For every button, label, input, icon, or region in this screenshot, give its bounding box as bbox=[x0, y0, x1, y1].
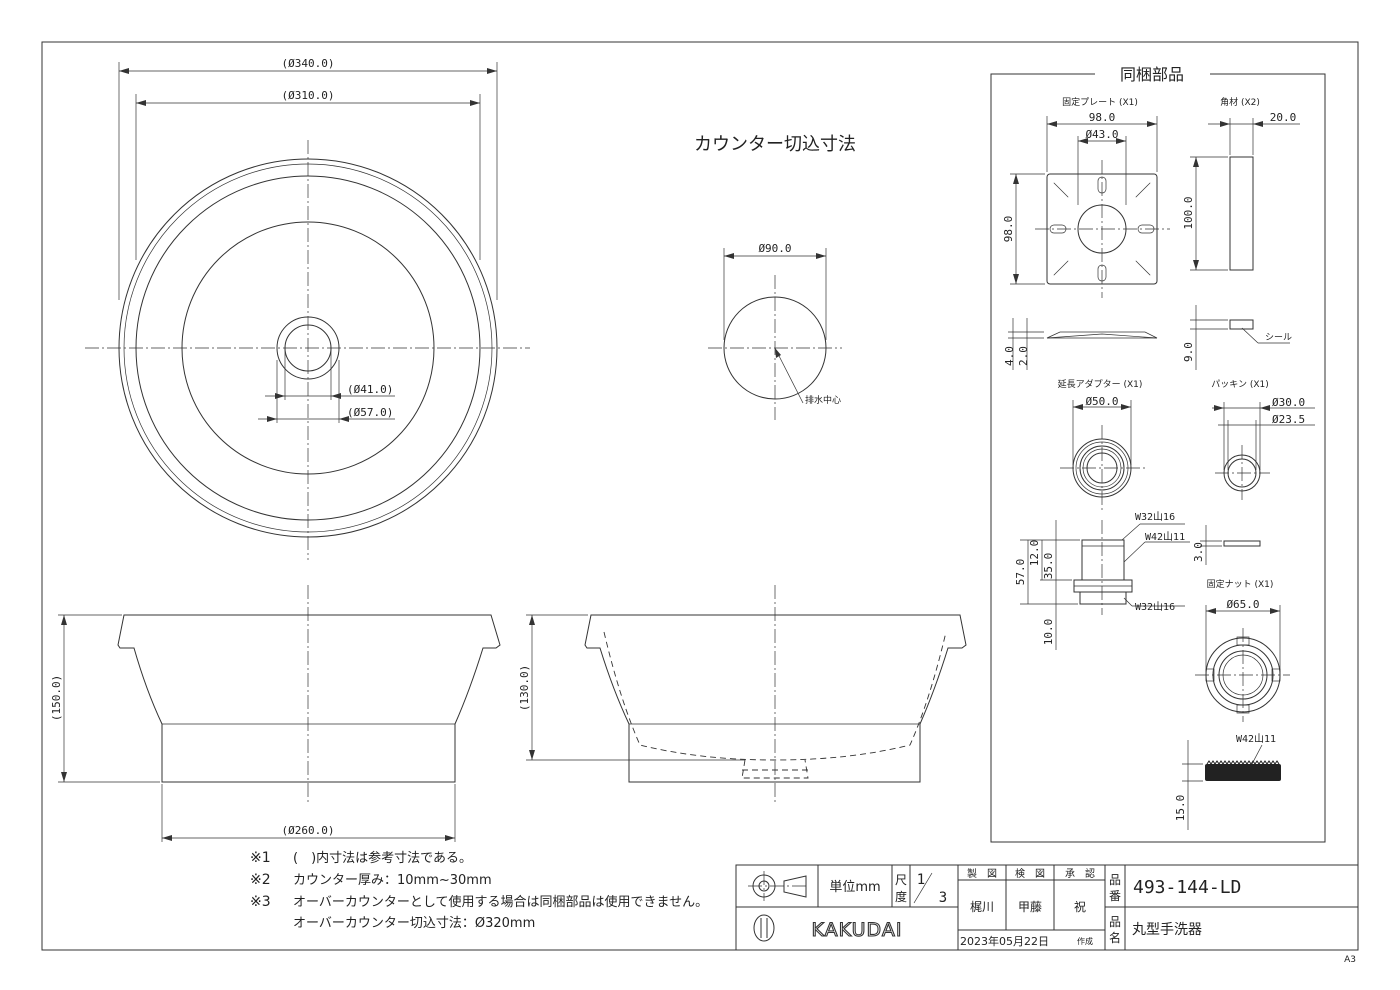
part-number: 493-144-LD bbox=[1133, 877, 1241, 898]
dim-90: Ø90.0 bbox=[758, 242, 791, 255]
dim-310: (Ø310.0) bbox=[282, 89, 335, 102]
note-1-text: ( )内寸法は参考寸法である。 bbox=[293, 850, 472, 866]
title-block: 単位mm 尺 度 1 3 製 図 検 図 承 認 梶川 甲藤 祝 品 番 493… bbox=[735, 864, 1359, 951]
plate-h: 98.0 bbox=[1002, 216, 1015, 243]
packing-t: 3.0 bbox=[1192, 542, 1205, 562]
scale-den: 3 bbox=[939, 890, 947, 906]
product-name: 丸型手洗器 bbox=[1132, 922, 1202, 938]
dim-41: (Ø41.0) bbox=[347, 383, 393, 396]
bar-name: 角材 (X2) bbox=[1220, 96, 1260, 108]
name-label-1: 品 bbox=[1109, 915, 1121, 929]
packing-d2: Ø23.5 bbox=[1272, 413, 1305, 426]
scale-num: 1 bbox=[917, 872, 925, 888]
adapter-th2: W42山11 bbox=[1145, 531, 1185, 543]
dim-150: (150.0) bbox=[50, 675, 63, 721]
dim-57: (Ø57.0) bbox=[347, 406, 393, 419]
dim-130: (130.0) bbox=[518, 665, 531, 711]
drain-center-label: 排水中心 bbox=[805, 394, 841, 406]
packing-name: パッキン (X1) bbox=[1211, 379, 1269, 390]
approved-by: 祝 bbox=[1074, 900, 1086, 914]
bar-w: 20.0 bbox=[1270, 111, 1297, 124]
cutout-title: カウンター切込寸法 bbox=[694, 134, 856, 155]
cutout-view: カウンター切込寸法 Ø90.0 排水中心 bbox=[694, 134, 856, 420]
note-2-mark: ※2 bbox=[250, 872, 271, 888]
adapter-name: 延長アダプター (X1) bbox=[1058, 378, 1143, 390]
pn-label-2: 番 bbox=[1109, 889, 1121, 903]
note-3-text: オーバーカウンターとして使用する場合は同梱部品は使用できません。 bbox=[293, 894, 708, 910]
drawn-by: 梶川 bbox=[970, 900, 994, 914]
adapter-h57: 57.0 bbox=[1014, 559, 1027, 586]
dim-340: (Ø340.0) bbox=[282, 57, 335, 70]
plate-name: 固定プレート (X1) bbox=[1062, 96, 1138, 108]
nut-h: 15.0 bbox=[1174, 795, 1187, 822]
bar-h: 100.0 bbox=[1182, 196, 1195, 229]
date: 2023年05月22日 bbox=[960, 934, 1049, 948]
projection-symbol-icon bbox=[748, 871, 808, 901]
header-checked: 検 図 bbox=[1015, 867, 1045, 880]
kakudai-logo bbox=[753, 914, 775, 942]
note-4-text: オーバーカウンター切込寸法：Ø320mm bbox=[293, 916, 535, 931]
nut-th: W42山11 bbox=[1236, 733, 1276, 745]
note-1-mark: ※1 bbox=[250, 850, 271, 866]
adapter-d: Ø50.0 bbox=[1085, 395, 1118, 408]
parts-title: 同梱部品 bbox=[1120, 65, 1184, 84]
date-suffix: 作成 bbox=[1077, 936, 1093, 946]
plate-w: 98.0 bbox=[1089, 111, 1116, 124]
brand-name: KAKUDAI bbox=[812, 919, 903, 941]
scale-label-1: 尺 bbox=[895, 873, 907, 887]
plate-t2: 2.0 bbox=[1017, 346, 1030, 366]
adapter-h10: 10.0 bbox=[1042, 619, 1055, 646]
adapter-th1: W32山16 bbox=[1135, 511, 1175, 523]
packing-d1: Ø30.0 bbox=[1272, 396, 1305, 409]
parts-panel: 同梱部品 固定プレート (X1) 98.0 Ø43.0 98.0 bbox=[990, 65, 1326, 843]
sheet-size: A3 bbox=[1344, 955, 1356, 965]
plate-hole: Ø43.0 bbox=[1085, 128, 1118, 141]
nut-name: 固定ナット (X1) bbox=[1207, 578, 1274, 590]
checked-by: 甲藤 bbox=[1018, 900, 1042, 914]
adapter-h35: 35.0 bbox=[1042, 553, 1055, 580]
adapter-th3: W32山16 bbox=[1135, 601, 1175, 613]
top-view: (Ø340.0) (Ø310.0) (Ø41.0) (Ø57.0) bbox=[85, 57, 530, 560]
name-label-2: 名 bbox=[1109, 930, 1121, 945]
dim-260: (Ø260.0) bbox=[282, 824, 335, 837]
nut-d: Ø65.0 bbox=[1226, 598, 1259, 611]
section-view: (130.0) bbox=[518, 585, 967, 805]
header-drawn: 製 図 bbox=[967, 867, 997, 880]
plate-t1: 4.0 bbox=[1003, 346, 1016, 366]
unit-label: 単位mm bbox=[829, 879, 880, 895]
scale-label-2: 度 bbox=[895, 889, 907, 904]
front-view: (150.0) (Ø260.0) bbox=[50, 585, 501, 842]
note-2-text: カウンター厚み：10mm~30mm bbox=[293, 873, 492, 888]
header-approved: 承 認 bbox=[1065, 867, 1095, 880]
seal-label: シール bbox=[1265, 333, 1292, 343]
sheet-border bbox=[41, 41, 1359, 951]
pn-label-1: 品 bbox=[1109, 873, 1121, 887]
notes: ※1 ( )内寸法は参考寸法である。 ※2 カウンター厚み：10mm~30mm … bbox=[250, 850, 708, 931]
adapter-h12: 12.0 bbox=[1028, 540, 1041, 567]
bar-t: 9.0 bbox=[1182, 342, 1195, 362]
note-3-mark: ※3 bbox=[250, 894, 271, 910]
